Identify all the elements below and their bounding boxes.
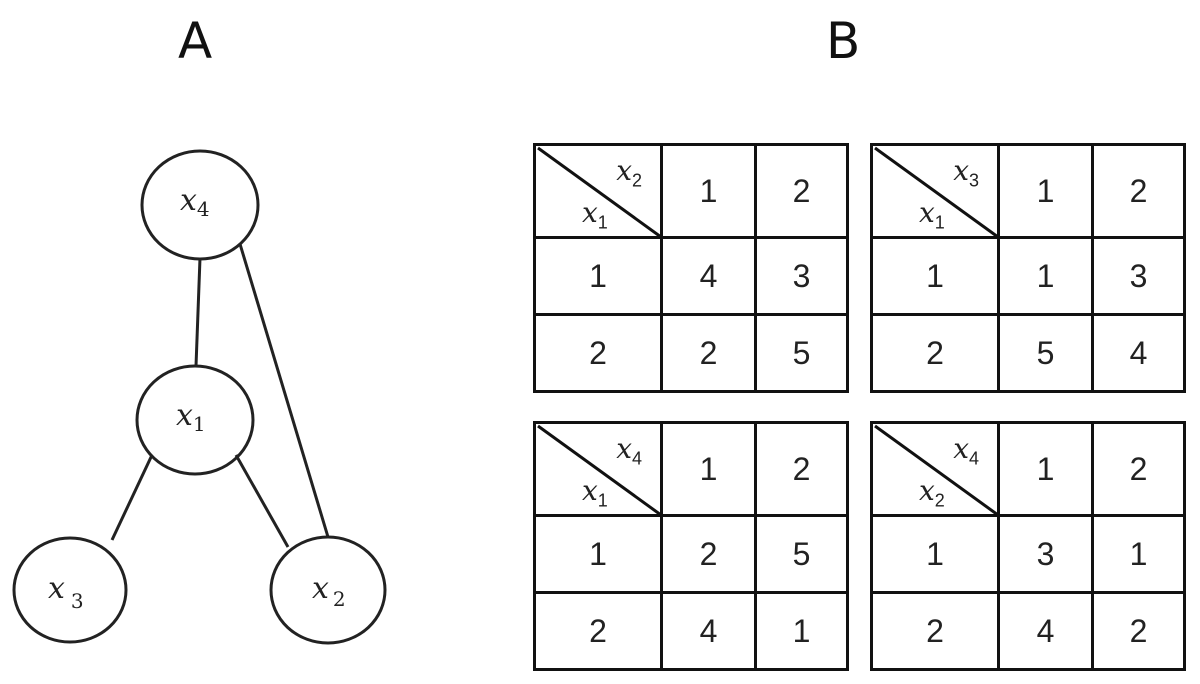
- row-header: 2: [533, 313, 663, 393]
- row-header: 2: [870, 591, 1000, 671]
- column-variable-label: x2: [616, 154, 642, 191]
- column-variable-label: x4: [616, 432, 642, 469]
- table-cell: 1: [1091, 514, 1186, 594]
- column-header: 2: [754, 143, 849, 239]
- row-variable-label: x1: [582, 474, 608, 511]
- edge-x4-x1: [194, 257, 202, 367]
- column-variable-label: x3: [953, 154, 979, 191]
- table-cell: 3: [997, 514, 1094, 594]
- column-header: 2: [754, 421, 849, 517]
- table-cell: 2: [660, 313, 757, 393]
- column-header: 2: [1091, 421, 1186, 517]
- column-header: 2: [1091, 143, 1186, 239]
- row-variable-label: x1: [582, 196, 608, 233]
- panel-a-label: A: [178, 12, 213, 70]
- row-header: 2: [533, 591, 663, 671]
- column-header: 1: [997, 421, 1094, 517]
- table-cell: 4: [997, 591, 1094, 671]
- table-cell: 1: [997, 236, 1094, 316]
- table-cell: 4: [1091, 313, 1186, 393]
- table-cell: 5: [754, 514, 849, 594]
- node-x1: [135, 364, 255, 476]
- node-x2: [269, 535, 387, 645]
- row-variable-label: x2: [919, 474, 945, 511]
- table-cell: 2: [1091, 591, 1186, 671]
- row-header: 1: [533, 514, 663, 594]
- table-cell: 4: [660, 236, 757, 316]
- panel-b-label: B: [826, 12, 861, 70]
- node-x1-label: x1: [176, 398, 206, 436]
- column-header: 1: [660, 421, 757, 517]
- row-header: 1: [870, 236, 1000, 316]
- edge-x1-x3: [110, 454, 154, 541]
- table-cell: 5: [754, 313, 849, 393]
- table-cell: 5: [997, 313, 1094, 393]
- node-x4: [140, 149, 260, 261]
- row-variable-label: x1: [919, 196, 945, 233]
- table-cell: 2: [660, 514, 757, 594]
- row-header: 1: [870, 514, 1000, 594]
- edge-x4-x2: [238, 243, 330, 538]
- column-header: 1: [660, 143, 757, 239]
- column-variable-label: x4: [953, 432, 979, 469]
- edge-x1-x2: [234, 454, 290, 548]
- column-header: 1: [997, 143, 1094, 239]
- table-cell: 3: [1091, 236, 1186, 316]
- row-header: 2: [870, 313, 1000, 393]
- row-header: 1: [533, 236, 663, 316]
- table-cell: 3: [754, 236, 849, 316]
- node-x3: [12, 536, 128, 644]
- node-x4-label: x4: [180, 183, 210, 221]
- table-cell: 4: [660, 591, 757, 671]
- table-cell: 1: [754, 591, 849, 671]
